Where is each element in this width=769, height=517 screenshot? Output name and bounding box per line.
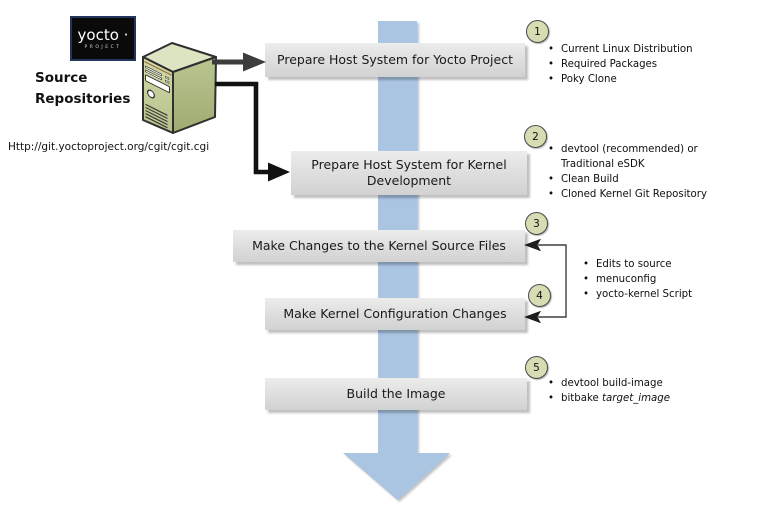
- step-2-label: Prepare Host System for Kernel Developme…: [311, 156, 507, 188]
- connector-to-step-2: [215, 81, 290, 182]
- step-4-label: Make Kernel Configuration Changes: [283, 305, 507, 321]
- step-box-2: Prepare Host System for Kernel Developme…: [291, 151, 527, 195]
- bullet-item: •Required Packages: [548, 59, 658, 70]
- step-number-2: 2: [524, 125, 547, 148]
- step-box-1: Prepare Host System for Yocto Project: [265, 43, 525, 77]
- yocto-project-logo: yocto · PROJECT: [70, 16, 136, 61]
- bullet-item: •Poky Clone: [548, 74, 617, 85]
- bullet-item: •Cloned Kernel Git Repository: [548, 189, 707, 200]
- bullet-item: •menuconfig: [583, 274, 657, 285]
- step-5-label: Build the Image: [346, 385, 446, 401]
- step-3-label: Make Changes to the Kernel Source Files: [252, 237, 506, 253]
- bullet-item: Traditional eSDK: [561, 159, 645, 170]
- bullet-item: •yocto-kernel Script: [583, 289, 693, 300]
- repository-url: Http://git.yoctoproject.org/cgit/cgit.cg…: [8, 141, 210, 153]
- arrow-to-step-1: [212, 52, 266, 72]
- step-box-4: Make Kernel Configuration Changes: [265, 298, 525, 330]
- step-number-5: 5: [525, 356, 548, 379]
- bullet-item: •Clean Build: [548, 174, 619, 185]
- bullet-item: •devtool (recommended) or: [548, 144, 698, 155]
- logo-title: yocto ·: [77, 25, 129, 44]
- step-3-4-bullets: •Edits to source •menuconfig •yocto-kernel…: [583, 257, 692, 302]
- bracket-3-4: [524, 238, 567, 324]
- bullet-item: •bitbake target_image: [548, 393, 671, 404]
- step-1-label: Prepare Host System for Yocto Project: [277, 51, 513, 67]
- bullet-item: •Edits to source: [583, 259, 672, 270]
- server-icon: [142, 42, 217, 134]
- step-number-3: 3: [525, 212, 548, 235]
- step-box-5: Build the Image: [265, 378, 527, 410]
- step-box-3: Make Changes to the Kernel Source Files: [233, 230, 525, 262]
- bullet-item: •Current Linux Distribution: [548, 44, 693, 55]
- step-number-1: 1: [526, 20, 549, 43]
- step-number-4: 4: [528, 284, 551, 307]
- step-1-bullets: •Current Linux Distribution •Required Pac…: [548, 42, 693, 87]
- step-2-bullets: •devtool (recommended) or Traditional eSD…: [548, 142, 707, 202]
- logo-subtitle: PROJECT: [84, 44, 122, 50]
- source-repositories-label: Source Repositories: [35, 70, 131, 107]
- step-5-bullets: •devtool build-image •bitbake target_imag…: [548, 376, 670, 406]
- bullet-item: •devtool build-image: [548, 378, 663, 389]
